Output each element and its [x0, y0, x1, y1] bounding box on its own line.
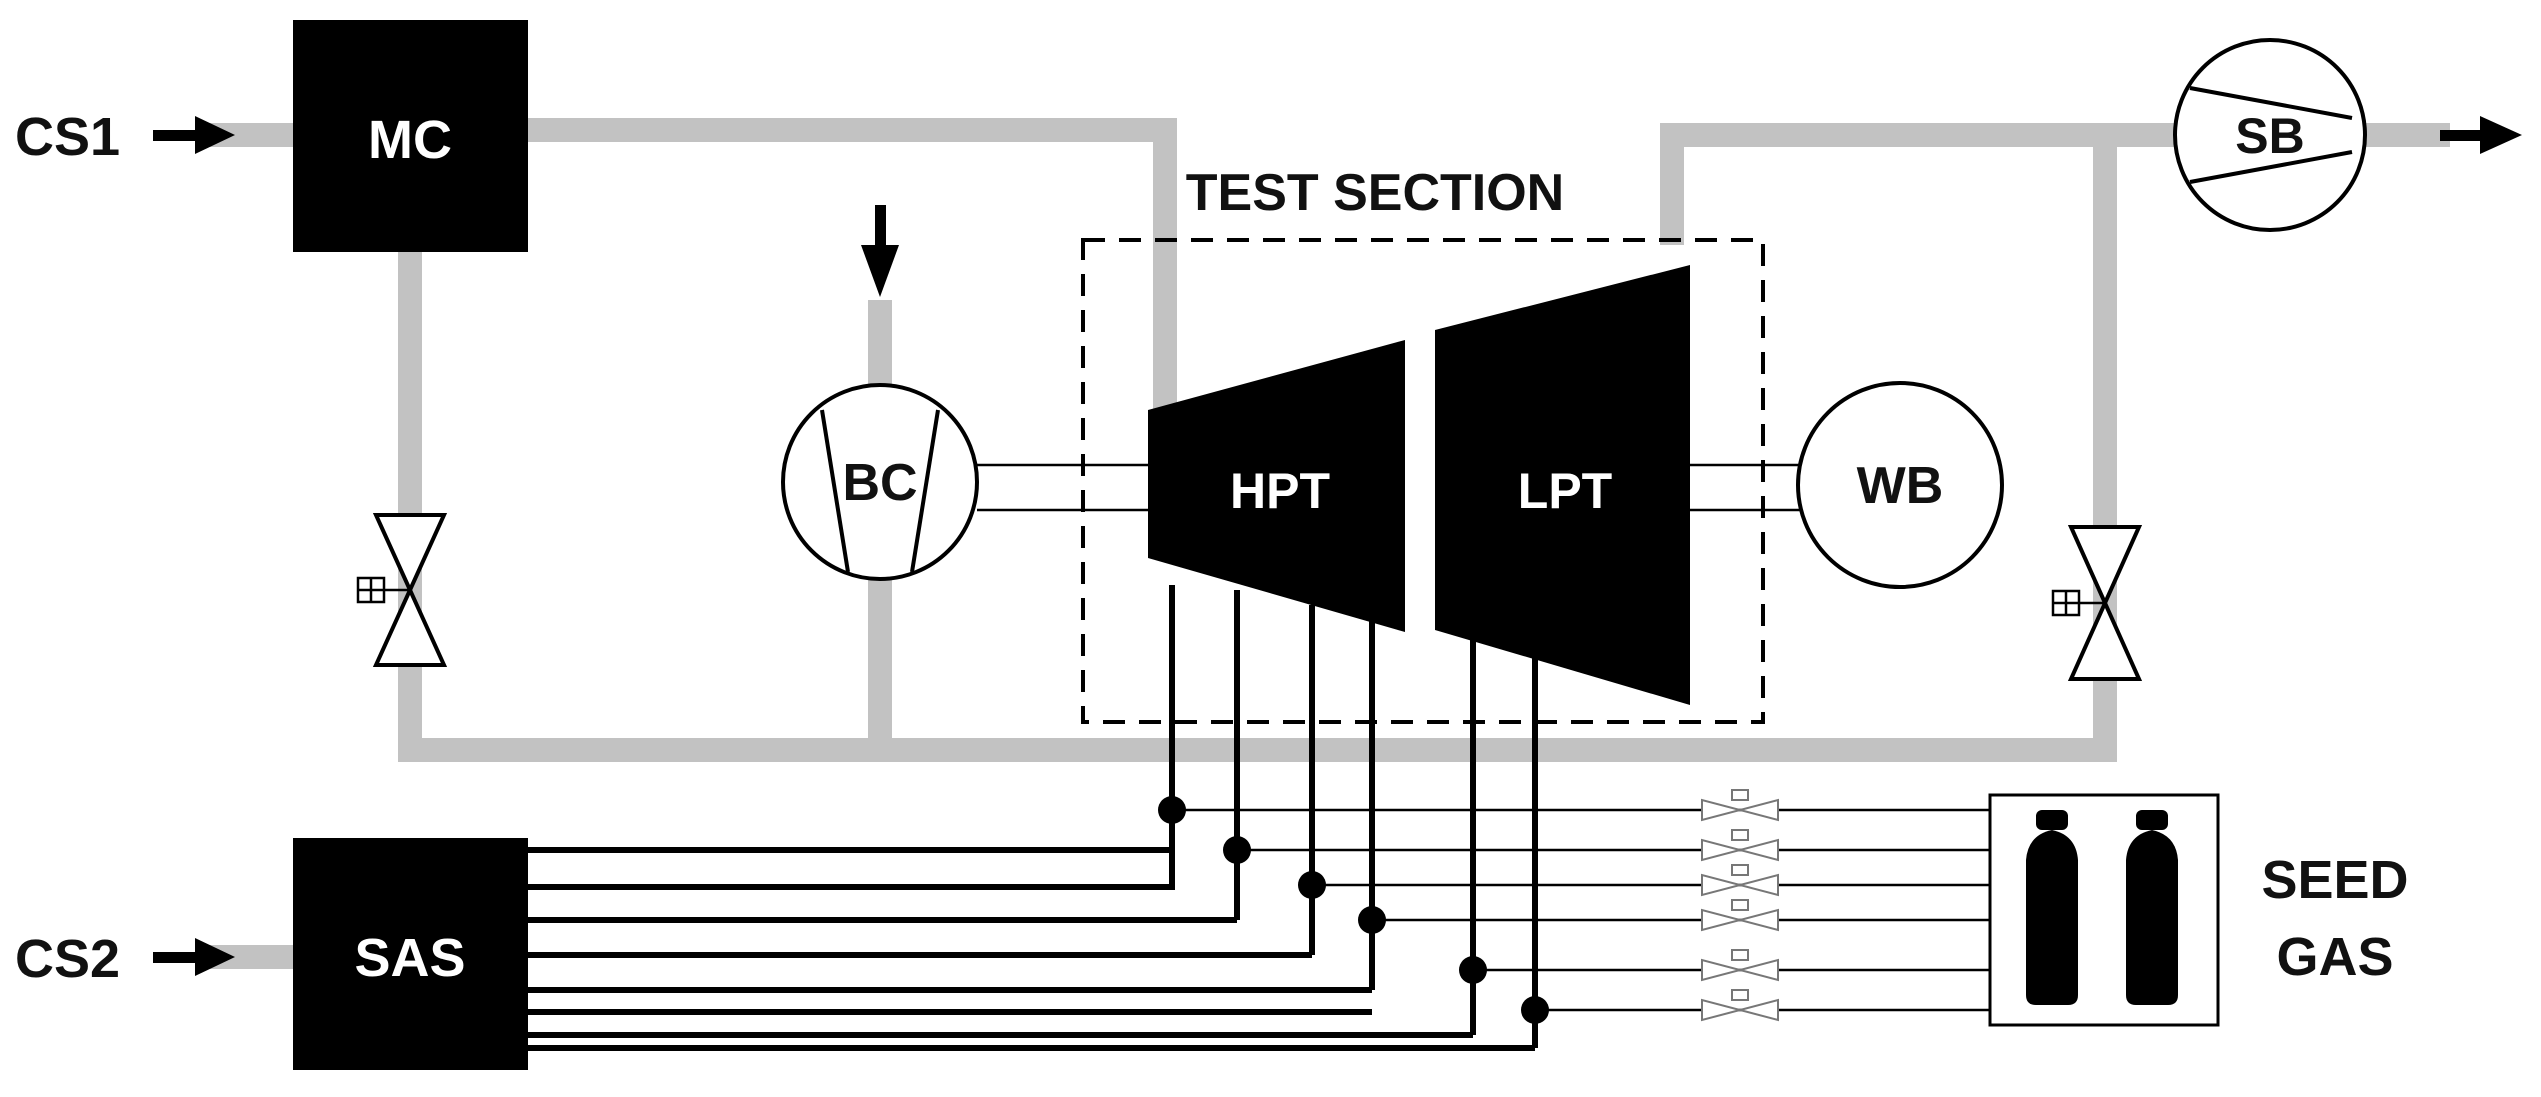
test-section: TEST SECTION — [1081, 164, 1765, 724]
wb-label: WB — [1857, 457, 1944, 515]
lpt-label: LPT — [1518, 463, 1612, 519]
seed-gas-label-line1: SEED — [2261, 850, 2408, 910]
cs1-label: CS1 — [15, 107, 120, 167]
sb-blower: SB — [2173, 38, 2367, 232]
right-control-valve — [2051, 525, 2143, 681]
wb-brake: WB — [1796, 381, 2004, 589]
gas-cylinder-icon — [2126, 810, 2178, 1005]
bc-compressor: BC — [781, 383, 979, 581]
exhaust-outlet-arrow — [2440, 116, 2522, 154]
bc-hpt-shaft — [977, 463, 1150, 512]
cs1-inlet-arrow — [153, 116, 235, 154]
mc-label: MC — [368, 110, 452, 170]
bc-inlet-arrow — [861, 205, 899, 297]
seed-valve-1 — [1701, 789, 1779, 822]
seed-gas-box — [1988, 793, 2220, 1027]
seed-valve-2 — [1701, 829, 1779, 862]
gas-cylinder-icon — [2026, 810, 2078, 1005]
seed-valve-4 — [1701, 899, 1779, 932]
hpt-label: HPT — [1230, 463, 1330, 519]
left-control-valve — [356, 513, 448, 667]
seed-valves — [1701, 789, 1779, 1022]
seed-valve-6 — [1701, 989, 1779, 1022]
main-pipe-network — [210, 118, 2450, 969]
seed-gas-label-line2: GAS — [2276, 927, 2393, 987]
bc-label: BC — [842, 454, 917, 512]
lpt-wb-shaft — [1690, 463, 1800, 512]
seed-valve-5 — [1701, 949, 1779, 982]
cs2-label: CS2 — [15, 929, 120, 989]
test-section-label: TEST SECTION — [1186, 164, 1564, 222]
hpt-turbine: HPT — [1148, 340, 1405, 632]
seed-lines — [528, 585, 1990, 1051]
sb-label: SB — [2235, 108, 2304, 164]
sas-label: SAS — [354, 928, 465, 988]
lpt-turbine: LPT — [1435, 265, 1690, 705]
mc-block: MC — [293, 20, 528, 252]
seed-valve-3 — [1701, 864, 1779, 897]
cs2-inlet-arrow — [153, 938, 235, 976]
sas-block: SAS — [293, 838, 528, 1070]
